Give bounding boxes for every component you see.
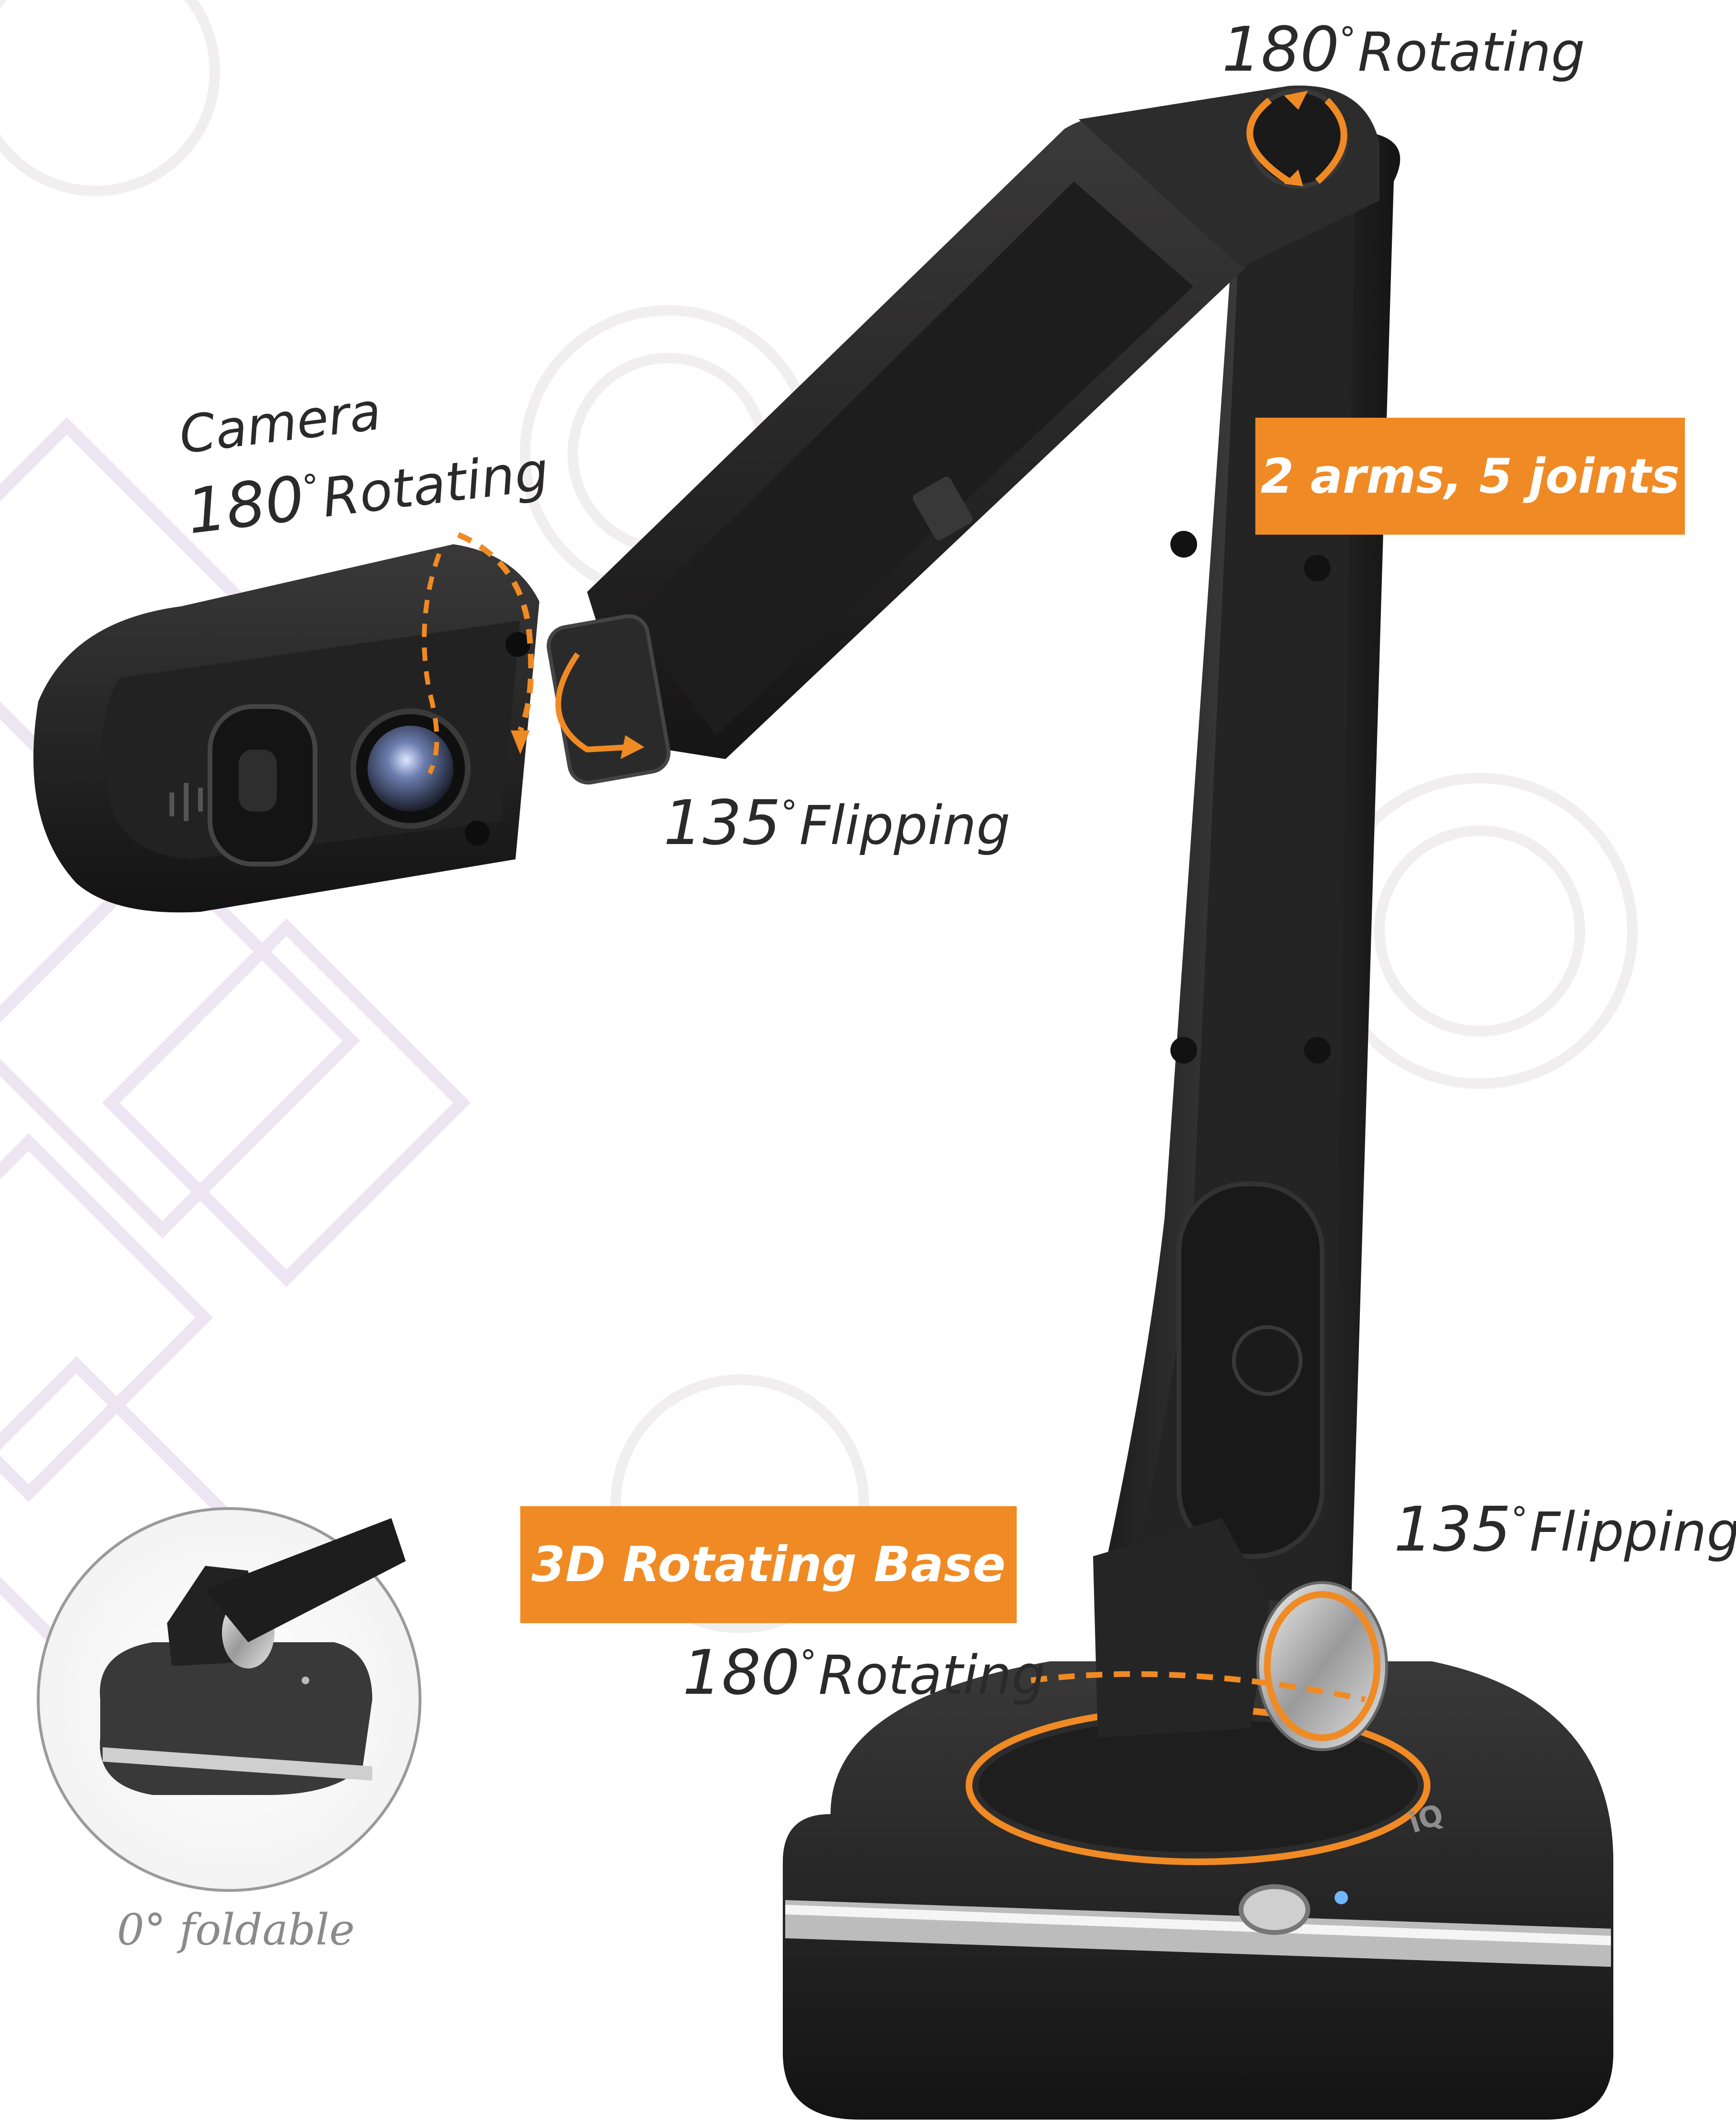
base-flipping-unit: ° <box>1511 1500 1528 1539</box>
upper-arm <box>587 85 1379 759</box>
rotating-base: iQ <box>783 1661 1613 2120</box>
background-circles <box>0 0 1638 1633</box>
base-flipping-label: 135°Flipping <box>1394 1499 1736 1561</box>
upper-flipping-value: 135 <box>663 787 781 859</box>
foldable-caption: 0° foldable <box>117 1905 355 1955</box>
upper-flipping-label: 135°Flipping <box>663 792 1010 854</box>
arms-joints-badge: 2 arms, 5 joints <box>1255 418 1685 535</box>
upper-flipping-text: Flipping <box>799 795 1010 857</box>
top-rotating-text: Rotating <box>1357 21 1585 84</box>
camera-head <box>33 532 539 913</box>
main-arm <box>1098 134 1400 1700</box>
base-rotating-text: Rotating <box>818 1645 1046 1707</box>
top-rotating-unit: ° <box>1339 21 1356 59</box>
top-rotating-label: 180°Rotating <box>1222 19 1585 81</box>
top-rotating-value: 180 <box>1222 14 1339 85</box>
folded-inset <box>37 1507 421 1892</box>
lower-joint <box>1031 1518 1388 1751</box>
base-flipping-value: 135 <box>1394 1494 1511 1565</box>
base-rotating-unit: ° <box>800 1644 817 1682</box>
base-rotating-value: 180 <box>683 1637 800 1709</box>
upper-flipping-unit: ° <box>780 794 798 833</box>
base-rotating-label: 180°Rotating <box>683 1642 1046 1704</box>
camera-rotating-value: 180 <box>183 463 308 548</box>
rotating-base-badge: 3D Rotating Base <box>520 1506 1017 1623</box>
camera-joint <box>547 614 671 785</box>
base-flipping-text: Flipping <box>1529 1501 1736 1563</box>
